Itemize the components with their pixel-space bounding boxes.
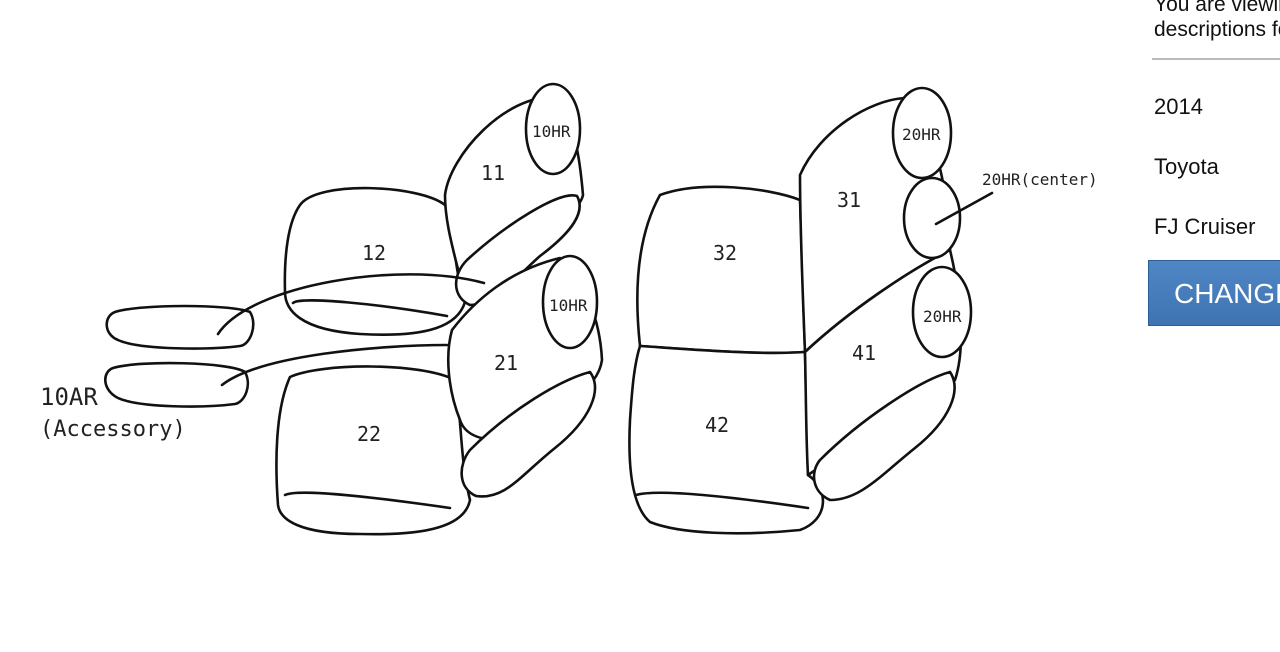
label-seat-12: 12 bbox=[362, 241, 386, 265]
label-seat-41: 41 bbox=[852, 341, 876, 365]
label-20hr-upper: 20HR bbox=[902, 125, 941, 144]
center-headrest-leader-line bbox=[934, 191, 994, 226]
headrest-20hr-center-shape bbox=[902, 176, 962, 260]
seat-21-bolster bbox=[460, 370, 597, 498]
seat-22-shape bbox=[275, 365, 472, 536]
label-seat-31: 31 bbox=[837, 188, 861, 212]
headrest-10hr-upper-shape bbox=[524, 82, 582, 176]
label-seat-22: 22 bbox=[357, 422, 381, 446]
vehicle-year: 2014 bbox=[1154, 94, 1203, 119]
seat-32-shape bbox=[636, 185, 807, 355]
vehicle-make: Toyota bbox=[1154, 154, 1219, 179]
label-seat-21: 21 bbox=[494, 351, 518, 375]
armrest-10ar-lower-shape bbox=[104, 361, 250, 408]
label-20hr-center: 20HR(center) bbox=[982, 170, 1098, 189]
label-10ar-accessory: (Accessory) bbox=[40, 417, 186, 442]
label-20hr-lower: 20HR bbox=[923, 307, 962, 326]
seat-cover-diagram: 10HR 11 12 10HR 21 22 10AR (Accessory) 2… bbox=[40, 82, 1098, 536]
headrest-20hr-upper-shape bbox=[891, 86, 953, 180]
headrest-10hr-lower-shape bbox=[541, 254, 599, 350]
notice-line-1: You are viewing bbox=[1154, 0, 1280, 16]
armrest-10ar-upper-shape bbox=[105, 304, 255, 350]
vehicle-model: FJ Cruiser bbox=[1154, 214, 1256, 239]
label-10hr-upper: 10HR bbox=[532, 122, 571, 141]
seat-41-bolster bbox=[812, 370, 956, 502]
label-seat-42: 42 bbox=[705, 413, 729, 437]
sidebar-divider bbox=[1152, 58, 1280, 60]
label-seat-32: 32 bbox=[713, 241, 737, 265]
change-vehicle-button[interactable]: CHANGE bbox=[1148, 260, 1280, 326]
vehicle-notice: You are viewing descriptions for bbox=[1154, 0, 1280, 42]
seat-42-shape bbox=[628, 344, 825, 535]
seat-11-bolster bbox=[454, 194, 581, 307]
label-10ar: 10AR bbox=[40, 383, 98, 411]
vehicle-sidebar: You are viewing descriptions for 2014 To… bbox=[1148, 0, 1280, 652]
notice-line-2: descriptions for bbox=[1154, 18, 1280, 41]
label-seat-11: 11 bbox=[481, 161, 505, 185]
headrest-20hr-lower-shape bbox=[911, 265, 973, 359]
label-10hr-lower: 10HR bbox=[549, 296, 588, 315]
seat-diagram-svg: 10HR 11 12 10HR 21 22 10AR (Accessory) 2… bbox=[40, 82, 1098, 536]
